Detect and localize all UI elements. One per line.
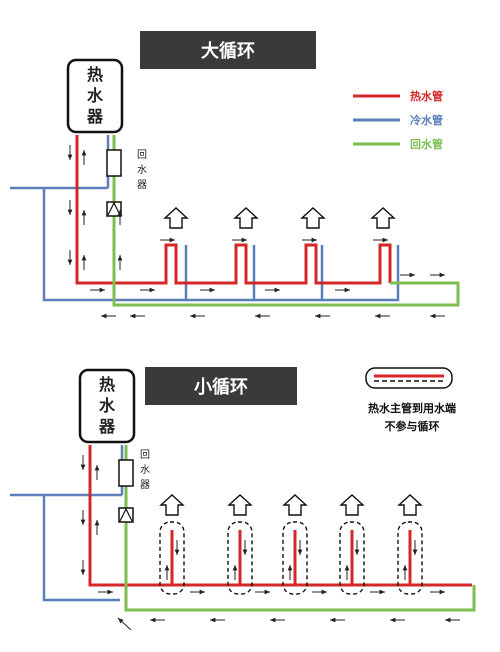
top-faucet-icon-2 bbox=[233, 207, 259, 229]
top-faucet-icon-1 bbox=[163, 207, 189, 229]
bottom-branch-outlines bbox=[159, 521, 423, 595]
top-return-pipe bbox=[112, 135, 460, 307]
top-water-heater bbox=[66, 58, 124, 134]
note-line-1: 热水主管到用水端 bbox=[368, 401, 456, 415]
bottom-return-pump-icon bbox=[118, 459, 134, 487]
bottom-title-banner bbox=[145, 367, 297, 405]
bottom-check-valve-mark bbox=[119, 507, 133, 522]
top-return-pump-icon bbox=[106, 149, 122, 177]
top-section: 大循环 热 水 器 回 水 器 bbox=[10, 31, 460, 319]
top-title-banner bbox=[140, 31, 316, 69]
bottom-return-pipe bbox=[124, 445, 476, 612]
bottom-heater-label-3: 器 bbox=[98, 417, 116, 436]
bottom-heater-label-1: 热 bbox=[99, 375, 115, 394]
top-cold-pipe bbox=[10, 135, 400, 302]
top-heater-label-3: 器 bbox=[86, 107, 104, 126]
bottom-faucet-icon-1 bbox=[159, 494, 185, 516]
bottom-heater-label-2: 水 bbox=[99, 396, 116, 415]
bottom-return-label-3: 器 bbox=[140, 479, 150, 491]
bottom-title: 小循环 bbox=[194, 376, 248, 398]
top-flow-arrows bbox=[67, 145, 445, 319]
top-faucet-icon-4 bbox=[370, 207, 396, 229]
bottom-section: 小循环 热 水 器 回 水 器 热水主管到用水端 不参与循环 bbox=[10, 367, 476, 631]
top-faucet-icon-3 bbox=[300, 207, 326, 229]
legend: 热水管 冷水管 回水管 bbox=[353, 89, 443, 151]
bottom-faucet-icon-4 bbox=[339, 494, 365, 516]
bottom-return-label-1: 回 bbox=[140, 449, 150, 461]
top-heater-label-1: 热 bbox=[87, 65, 103, 84]
top-hot-pipe bbox=[75, 135, 392, 285]
legend-hot-label: 热水管 bbox=[410, 89, 443, 103]
legend-cold-label: 冷水管 bbox=[410, 113, 443, 127]
bottom-hot-pipe bbox=[88, 445, 472, 587]
note-line-2: 不参与循环 bbox=[385, 419, 440, 433]
bottom-faucet-icon-2 bbox=[227, 494, 253, 516]
legend-return-label: 回水管 bbox=[410, 137, 443, 151]
bottom-faucet-icon-3 bbox=[282, 494, 308, 516]
top-return-label-2: 水 bbox=[137, 164, 147, 176]
bottom-faucet-icon-5 bbox=[397, 494, 423, 516]
bottom-flow-arrows bbox=[80, 455, 460, 631]
top-return-label-1: 回 bbox=[137, 149, 147, 161]
bottom-cold-pipe bbox=[10, 445, 124, 602]
note-legend-box bbox=[365, 367, 453, 389]
bottom-return-label-2: 水 bbox=[140, 464, 150, 476]
bottom-water-heater bbox=[78, 368, 136, 444]
top-return-label-3: 器 bbox=[137, 179, 147, 191]
top-title: 大循环 bbox=[201, 40, 255, 62]
top-heater-label-2: 水 bbox=[87, 86, 104, 105]
